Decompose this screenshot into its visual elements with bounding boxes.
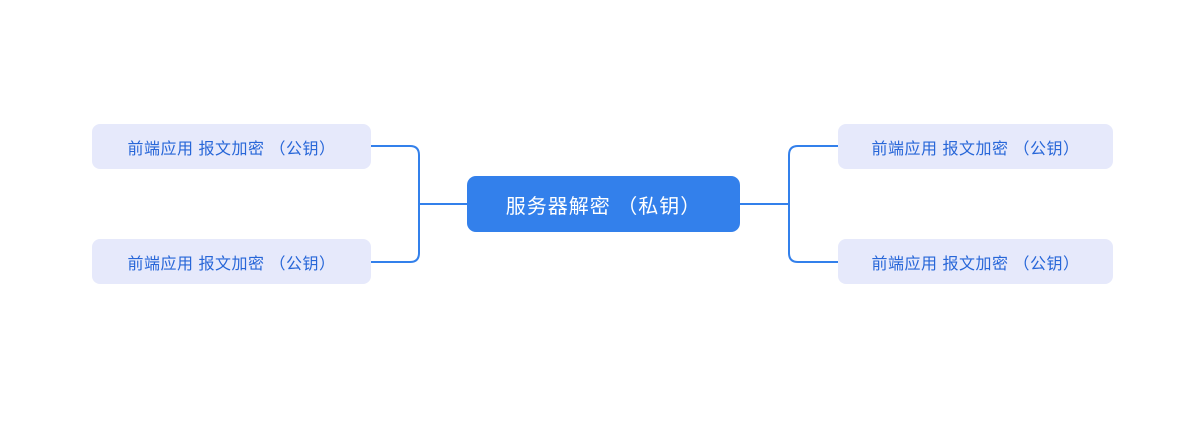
- edge-left-bottom: [371, 204, 420, 263]
- root-node-label: 服务器解密 （私钥）: [505, 195, 702, 218]
- edge-right-top: [788, 145, 838, 204]
- branch-node-left-top[interactable]: 前端应用 报文加密 （公钥）: [92, 124, 371, 169]
- edge-right-bottom: [788, 204, 838, 263]
- branch-node-label: 前端应用 报文加密 （公钥）: [127, 140, 336, 158]
- branch-node-label: 前端应用 报文加密 （公钥）: [871, 140, 1080, 158]
- edge-left-top: [371, 145, 420, 204]
- branch-node-right-bottom[interactable]: 前端应用 报文加密 （公钥）: [838, 239, 1113, 284]
- branch-node-right-top[interactable]: 前端应用 报文加密 （公钥）: [838, 124, 1113, 169]
- branch-node-label: 前端应用 报文加密 （公钥）: [127, 255, 336, 273]
- branch-node-label: 前端应用 报文加密 （公钥）: [871, 255, 1080, 273]
- root-node[interactable]: 服务器解密 （私钥）: [467, 176, 740, 232]
- branch-node-left-bottom[interactable]: 前端应用 报文加密 （公钥）: [92, 239, 371, 284]
